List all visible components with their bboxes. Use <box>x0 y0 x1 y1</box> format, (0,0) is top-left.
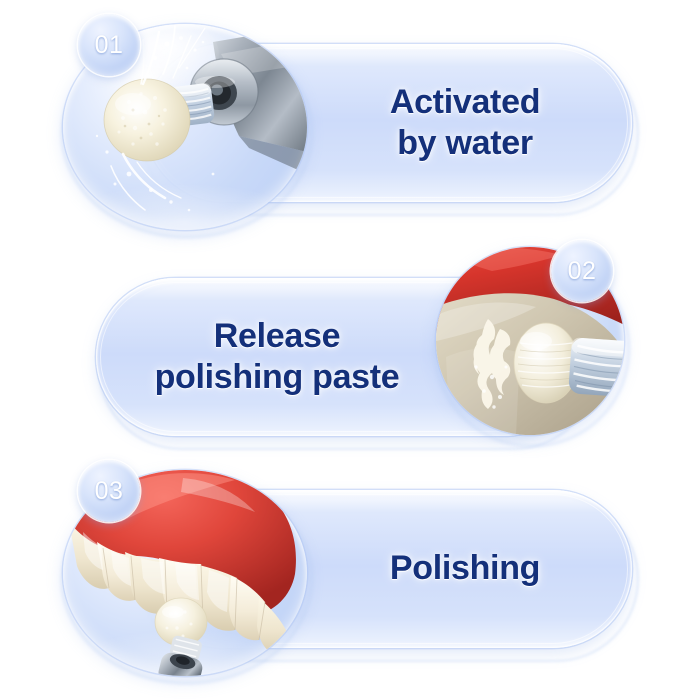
step-badge-label-03: 03 <box>94 476 124 505</box>
step-badge-label-02: 02 <box>567 256 597 285</box>
step-caption-01: Activated by water <box>389 82 541 162</box>
step-caption-03: Polishing <box>389 549 541 588</box>
step-badge-03: 03 <box>78 460 140 522</box>
step-badge-02: 02 <box>551 240 613 302</box>
artwork-tooth-closeup-polishing <box>436 247 624 435</box>
step-caption-02: Release polishing paste <box>154 316 400 396</box>
step-badge-label-01: 01 <box>94 30 124 59</box>
step-badge-01: 01 <box>78 14 140 76</box>
artwork-prophy-angle-water-splash <box>63 24 307 230</box>
